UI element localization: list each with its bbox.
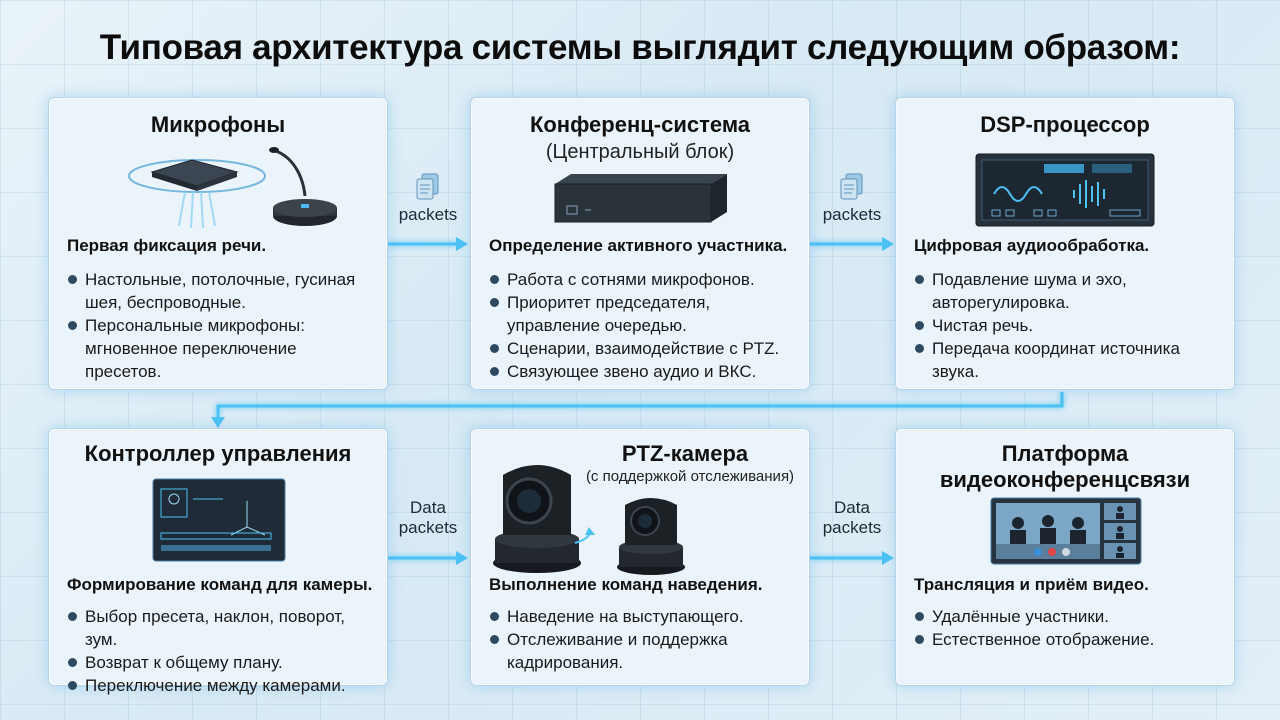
connector-label-data-packets-2: Data packets bbox=[822, 498, 882, 537]
controller-illustration bbox=[152, 478, 286, 562]
card-dsp-processor: DSP-процессор Цифровая аудиообработка. П… bbox=[895, 97, 1235, 390]
bullet-item: Связующее звено аудио и ВКС. bbox=[489, 360, 799, 383]
packets-icon bbox=[416, 173, 439, 200]
card-video-conferencing: Платформа видеоконференцсвязи Трансляция… bbox=[895, 428, 1235, 686]
bullet-item: Отслеживание и поддержка кадрирования. bbox=[489, 628, 799, 674]
bullet-list: Настольные, потолочные, гусиная шея, бес… bbox=[67, 268, 377, 383]
bullet-item: Работа с сотнями микрофонов. bbox=[489, 268, 799, 291]
connector-label-packets-1: packets bbox=[398, 205, 458, 224]
bullet-item: Выбор пресета, наклон, поворот, зум. bbox=[67, 605, 377, 651]
card-lead: Формирование команд для камеры. bbox=[67, 575, 373, 594]
bullet-list: Наведение на выступающего. Отслеживание … bbox=[489, 605, 799, 674]
central-unit-illustration bbox=[554, 174, 727, 223]
bullet-item: Естественное отображение. bbox=[914, 628, 1224, 651]
card-title: PTZ-камера bbox=[621, 441, 749, 466]
card-lead: Трансляция и приём видео. bbox=[914, 575, 1149, 594]
bullet-item: Переключение между камерами. bbox=[67, 674, 377, 697]
page-title: Типовая архитектура системы выглядит сле… bbox=[99, 28, 1181, 67]
packets-icon bbox=[840, 173, 863, 200]
card-title: Контроллер управления bbox=[84, 441, 352, 466]
card-title: DSP-процессор bbox=[980, 112, 1150, 137]
arrow-dsp-to-ctrl bbox=[216, 392, 1064, 420]
ptz-camera-illustration bbox=[493, 465, 685, 575]
bullet-list: Выбор пресета, наклон, поворот, зум. Воз… bbox=[67, 605, 377, 697]
bullet-item: Настольные, потолочные, гусиная шея, бес… bbox=[67, 268, 377, 314]
bullet-item: Приоритет председателя, управление очере… bbox=[489, 291, 799, 337]
bullet-list: Удалённые участники. Естественное отобра… bbox=[914, 605, 1224, 651]
card-lead: Выполнение команд наведения. bbox=[489, 575, 763, 594]
card-lead: Определение активного участника. bbox=[489, 236, 788, 255]
bullet-item: Наведение на выступающего. bbox=[489, 605, 799, 628]
card-lead: Цифровая аудиообработка. bbox=[914, 236, 1150, 255]
card-subtitle: (с поддержкой отслеживания) bbox=[585, 468, 795, 485]
card-title: Платформа видеоконференцсвязи bbox=[939, 441, 1191, 492]
card-subtitle: (Центральный блок) bbox=[545, 141, 735, 163]
bullet-item: Подавление шума и эхо, авторегулировка. bbox=[914, 268, 1224, 314]
microphones-illustration bbox=[128, 147, 337, 229]
card-conference-system: Конференц-система (Центральный блок) Опр… bbox=[470, 97, 810, 390]
video-conference-illustration bbox=[990, 497, 1142, 565]
card-lead: Первая фиксация речи. bbox=[67, 236, 267, 255]
card-ptz-camera: PTZ-камера (с поддержкой отслеживания) В… bbox=[470, 428, 810, 686]
bullet-item: Сценарии, взаимодействие с PTZ. bbox=[489, 337, 799, 360]
bullet-item: Передача координат источника звука. bbox=[914, 337, 1224, 383]
bullet-list: Работа с сотнями микрофонов. Приоритет п… bbox=[489, 268, 799, 383]
connector-label-packets-2: packets bbox=[822, 205, 882, 224]
connector-label-data-packets-1: Data packets bbox=[398, 498, 458, 537]
dsp-processor-illustration bbox=[975, 153, 1155, 227]
bullet-item: Персональные микрофоны: мгновенное перек… bbox=[67, 314, 377, 383]
card-microphones: Микрофоны Первая фиксация речи. Настольн… bbox=[48, 97, 388, 390]
bullet-item: Удалённые участники. bbox=[914, 605, 1224, 628]
card-title: Конференц-система bbox=[529, 112, 751, 137]
bullet-item: Возврат к общему плану. bbox=[67, 651, 377, 674]
card-controller: Контроллер управления Формирование коман… bbox=[48, 428, 388, 695]
card-title: Микрофоны bbox=[150, 112, 286, 137]
bullet-list: Подавление шума и эхо, авторегулировка. … bbox=[914, 268, 1224, 383]
bullet-item: Чистая речь. bbox=[914, 314, 1224, 337]
